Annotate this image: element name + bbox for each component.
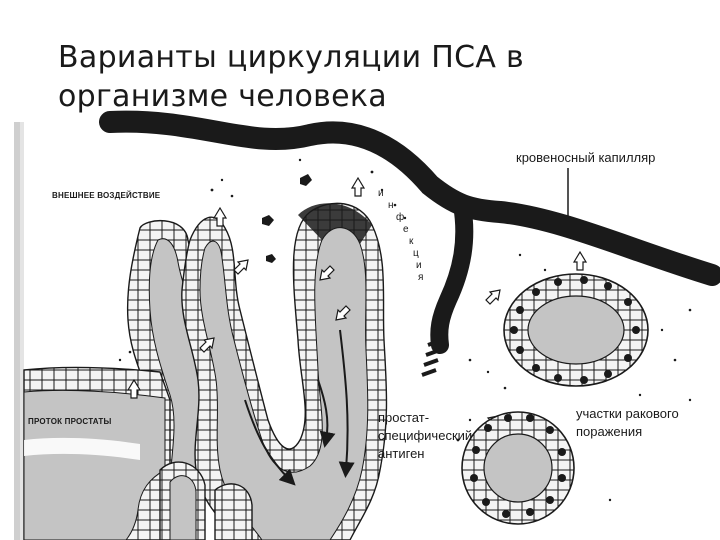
infection-letter: и	[378, 188, 384, 199]
blood-capillary-vessel	[99, 110, 720, 354]
title-line-1: Варианты циркуляции ПСА в	[58, 40, 524, 75]
infection-label: и н ф е к ц и я	[378, 188, 423, 283]
prostate-duct	[23, 366, 171, 540]
infection-letter: ф	[396, 211, 404, 223]
external-influence-label: ВНЕШНЕЕ ВОЗДЕЙСТВИЕ	[52, 191, 161, 200]
cancer-lesion-label: участки ракового поражения	[576, 406, 679, 439]
small-bottom-ducts	[159, 461, 253, 540]
psa-label-line-3: антиген	[378, 446, 425, 461]
psa-label: простат- специфический антиген	[378, 410, 472, 461]
cancer-label-line-1: участки ракового	[576, 406, 679, 421]
infection-letter: н	[388, 200, 394, 211]
infection-letter: и	[416, 260, 422, 271]
figure-left-border	[14, 122, 24, 540]
psa-flow-arrows	[244, 329, 355, 486]
infection-letter: ц	[413, 248, 419, 259]
infection-letter: е	[403, 224, 409, 235]
infection-particles	[262, 174, 312, 263]
cancer-label-line-2: поражения	[576, 424, 642, 439]
capillary-dashes	[421, 338, 443, 377]
slide-title: Варианты циркуляции ПСА в организме чело…	[58, 38, 698, 116]
infection-letter: к	[409, 236, 414, 247]
psa-label-line-1: простат-	[378, 410, 429, 425]
psa-label-line-2: специфический	[378, 428, 472, 443]
blood-capillary-label: кровеносный капилляр	[516, 150, 655, 165]
infection-letter: я	[418, 272, 423, 283]
prostate-gland-central	[181, 202, 388, 540]
title-line-2: организме человека	[58, 79, 387, 114]
cancer-lesion-upper	[503, 273, 649, 387]
prostate-duct-label: ПРОТОК ПРОСТАТЫ	[28, 417, 111, 426]
cancer-lesion-lower	[461, 411, 575, 525]
